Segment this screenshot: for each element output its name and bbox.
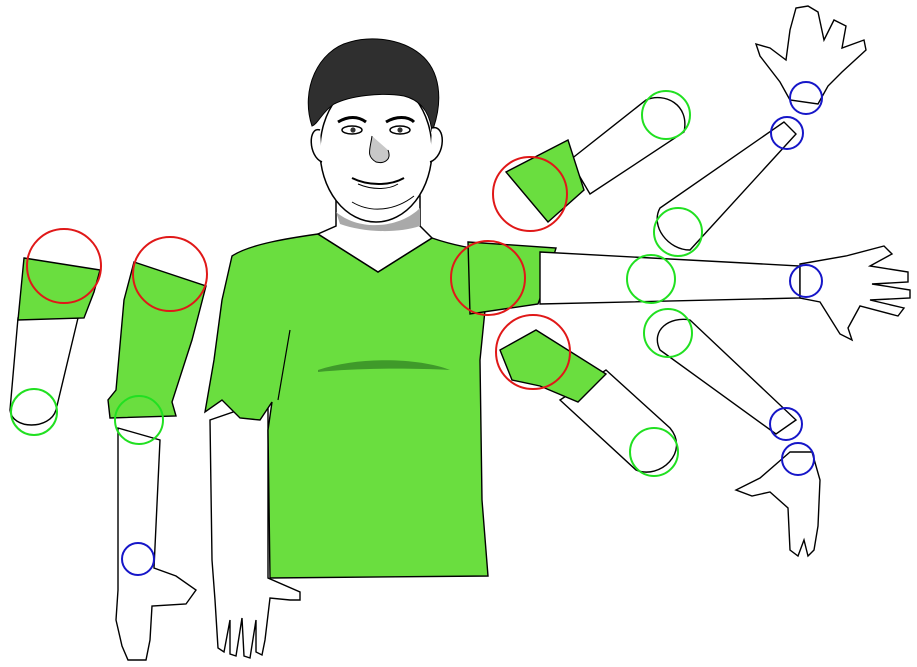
head-group (308, 39, 442, 272)
left-ear (311, 130, 322, 162)
raised-hand (756, 6, 866, 104)
right-ear (430, 128, 442, 162)
lowered-hand (736, 452, 820, 556)
pose-lowered-diagonal (496, 309, 820, 556)
pose-raised-upward (493, 6, 866, 256)
pose-full-arm-down (108, 237, 207, 660)
pose-upper-arm-only (10, 229, 101, 435)
